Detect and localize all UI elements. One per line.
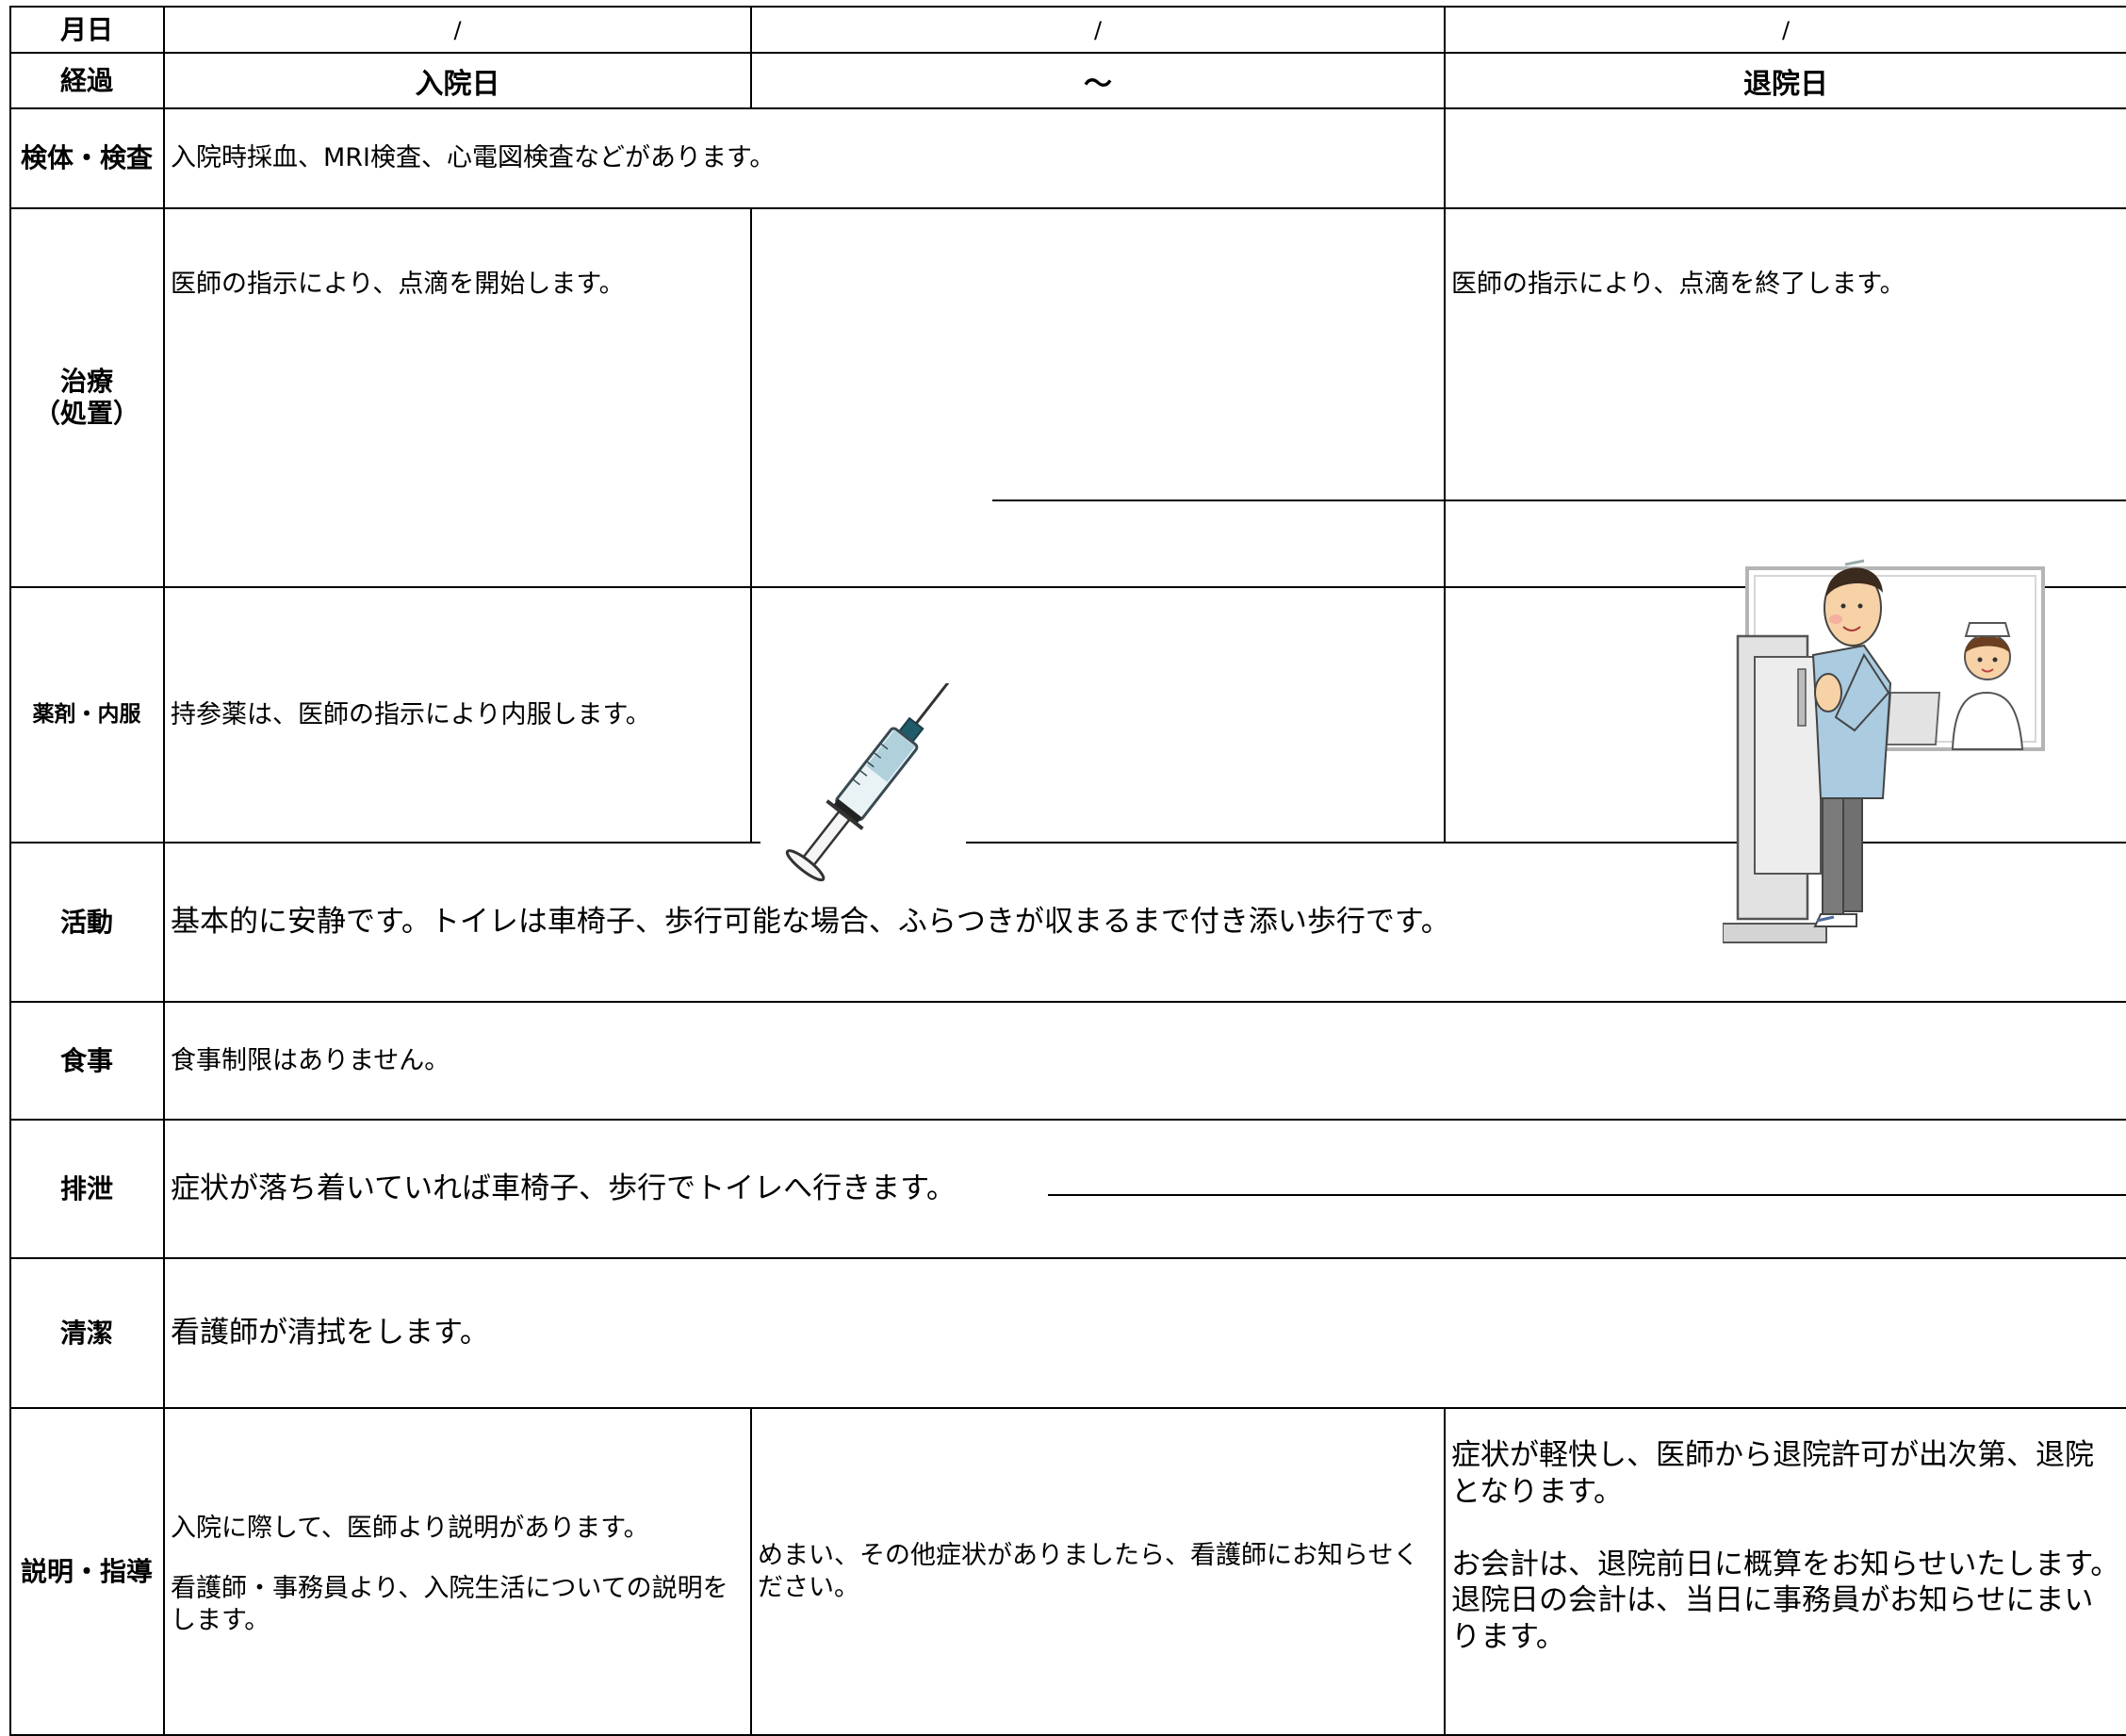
explanation-admission-p1: 入院に際して、医師より説明があります。 bbox=[171, 1514, 649, 1543]
explanation-discharge: 症状が軽快し、医師から退院許可が出次第、退院となります。 お会計は、退院前日に概… bbox=[1446, 1409, 2126, 1734]
grid-line-bottom bbox=[9, 1734, 2126, 1736]
grid-line-h6 bbox=[9, 1001, 2126, 1003]
grid-line-h4 bbox=[9, 586, 2126, 588]
hygiene-text: 看護師が清拭をします。 bbox=[171, 1316, 489, 1351]
grid-line-h7 bbox=[9, 1119, 2126, 1121]
medication-admission-text: 持参薬は、医師の指示により内服します。 bbox=[171, 699, 651, 729]
explanation-discharge-p2: お会計は、退院前日に概算をお知らせいたします。退院日の会計は、当日に事務員がお知… bbox=[1451, 1547, 2120, 1655]
treatment-divider-line bbox=[992, 500, 2126, 501]
grid-line-left bbox=[9, 6, 11, 1736]
grid-line-h5a bbox=[9, 842, 760, 843]
grid-line-h8 bbox=[9, 1257, 2126, 1259]
medication-label: 薬剤・内服 bbox=[32, 701, 141, 727]
grid-line-h9 bbox=[9, 1407, 2126, 1409]
grid-line-v3b bbox=[1444, 1407, 1446, 1736]
syringe-illustration bbox=[785, 683, 954, 882]
meal-label: 食事 bbox=[59, 1044, 113, 1076]
explanation-admission: 入院に際して、医師より説明があります。 看護師・事務員より、入院生活についての説… bbox=[165, 1409, 750, 1734]
explanation-discharge-p1: 症状が軽快し、医師から退院許可が出次第、退院となります。 bbox=[1451, 1438, 2094, 1509]
meal-text: 食事制限はありません。 bbox=[171, 1045, 450, 1075]
progress-label: 経過 bbox=[59, 64, 113, 96]
grid-line-h2 bbox=[9, 107, 2126, 109]
hygiene-label: 清潔 bbox=[59, 1317, 113, 1349]
grid-line-h1 bbox=[9, 52, 2126, 54]
admission-day-header: 入院日 bbox=[415, 67, 500, 101]
exam-label: 検体・検査 bbox=[20, 142, 153, 174]
excretion-label: 排泄 bbox=[59, 1172, 113, 1204]
treatment-discharge-text: 医師の指示により、点滴を終了します。 bbox=[1451, 270, 1905, 299]
exam-text: 入院時採血、MRI検査、心電図検査などがあります。 bbox=[171, 143, 776, 173]
treatment-admission-text: 医師の指示により、点滴を開始します。 bbox=[171, 270, 625, 299]
grid-line-top bbox=[9, 6, 2126, 8]
excretion-continuation-line bbox=[1048, 1194, 2126, 1196]
grid-line-h3 bbox=[9, 207, 2126, 209]
grid-line-v2a bbox=[750, 6, 752, 109]
treatment-label-line2: （処置） bbox=[33, 398, 139, 429]
activity-label: 活動 bbox=[59, 906, 113, 938]
date-cell-discharge[interactable]: / bbox=[1781, 16, 1791, 43]
explanation-middle: めまい、その他症状がありましたら、看護師にお知らせください。 bbox=[758, 1540, 1419, 1602]
activity-text: 基本的に安静です。トイレは車椅子、歩行可能な場合、ふらつきが収まるまで付き添い歩… bbox=[171, 905, 1450, 940]
discharge-day-header: 退院日 bbox=[1743, 67, 1828, 101]
excretion-text: 症状が落ち着いていれば車椅子、歩行でトイレへ行きます。 bbox=[171, 1171, 956, 1206]
explanation-label: 説明・指導 bbox=[20, 1555, 153, 1587]
treatment-label-line1: 治療 bbox=[59, 366, 113, 398]
grid-line-v2b bbox=[750, 207, 752, 843]
grid-line-v2c bbox=[750, 1407, 752, 1736]
middle-period-header: ～ bbox=[1084, 67, 1112, 101]
discharge-reception-illustration bbox=[1723, 559, 2045, 943]
grid-line-v3a bbox=[1444, 6, 1446, 843]
date-label: 月日 bbox=[59, 13, 113, 45]
explanation-admission-p2: 看護師・事務員より、入院生活についての説明をします。 bbox=[171, 1573, 728, 1635]
date-cell-middle[interactable]: / bbox=[1093, 16, 1103, 43]
date-cell-admission[interactable]: / bbox=[453, 16, 462, 43]
grid-line-v1 bbox=[163, 6, 165, 1736]
treatment-label: 治療 （処置） bbox=[9, 209, 164, 586]
grid-line-h5b bbox=[966, 842, 2126, 843]
